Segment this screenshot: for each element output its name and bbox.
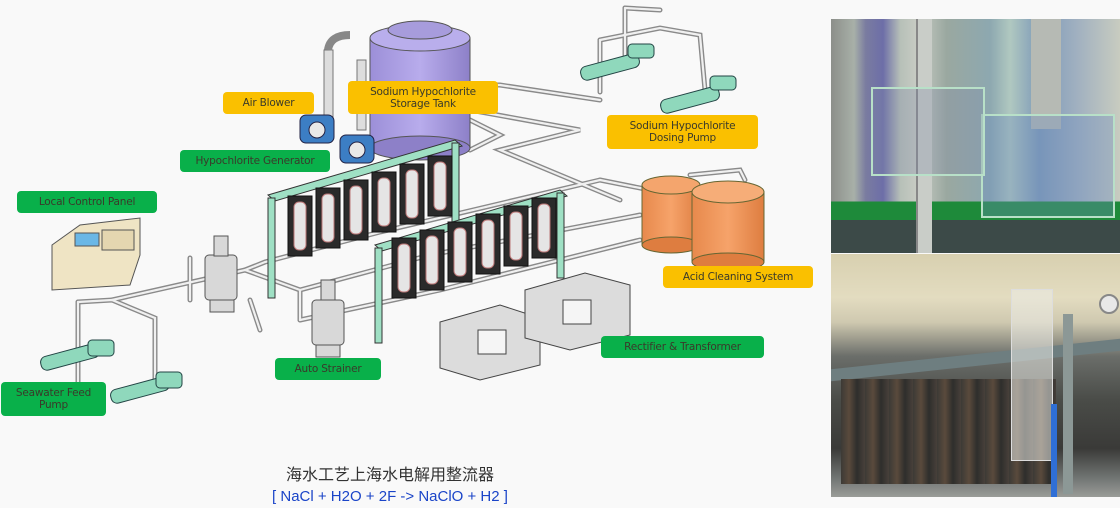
photo-column	[916, 19, 932, 253]
label-rectifier-transformer: Rectifier & Transformer	[601, 336, 764, 358]
photo-cell-frame	[981, 114, 1115, 218]
local-control-panel-icon	[51, 217, 141, 291]
photo-cell-frame	[871, 87, 985, 176]
air-blower-icon	[299, 114, 375, 164]
label-acid-cleaning-system: Acid Cleaning System	[663, 266, 813, 288]
photo-duct	[1031, 19, 1061, 129]
photo-acrylic-panel	[1011, 289, 1053, 461]
rectifier-icon	[439, 272, 631, 381]
label-hypochlorite-generator: Hypochlorite Generator	[180, 150, 330, 172]
photo-beam	[831, 338, 1120, 382]
equipment-illustration	[40, 5, 765, 404]
label-local-control-panel: Local Control Panel	[17, 191, 157, 213]
caption-title: 海水工艺上海水电解用整流器	[285, 465, 494, 484]
label-seawater-feed-pump: Seawater Feed Pump	[1, 382, 106, 416]
photo-pressure-gauge	[1099, 294, 1119, 314]
photo-electrolytic-cell-stack	[831, 254, 1120, 497]
photo-column	[1063, 314, 1073, 494]
pump-icon	[40, 43, 737, 404]
hypochlorite-generator-icon	[266, 139, 569, 344]
label-auto-strainer: Auto Strainer	[275, 358, 381, 380]
acid-cleaning-tank-icon	[641, 175, 765, 272]
auto-strainer-icon	[204, 235, 345, 358]
label-dosing-pump: Sodium Hypochlorite Dosing Pump	[607, 115, 758, 149]
photo-electrolyzer-installation	[831, 19, 1120, 253]
photo-blue-pipe	[1051, 404, 1057, 497]
label-storage-tank: Sodium Hypochlorite Storage Tank	[348, 81, 498, 114]
caption-equation: [ NaCl + H2O + 2F -> NaClO + H2 ]	[272, 488, 508, 505]
label-air-blower: Air Blower	[223, 92, 314, 114]
process-diagram: Air Blower Sodium Hypochlorite Storage T…	[1, 5, 813, 505]
